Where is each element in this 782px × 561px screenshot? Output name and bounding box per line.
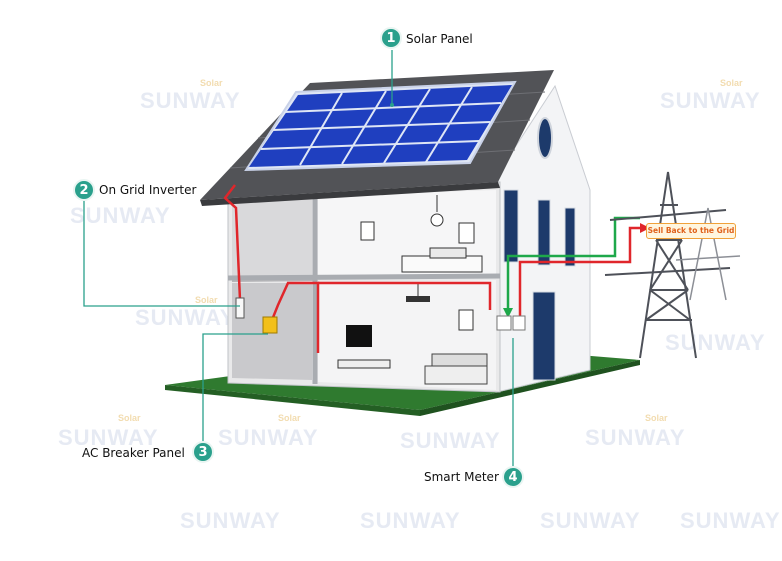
smart-meter <box>512 315 526 331</box>
room-upper-left <box>232 196 312 276</box>
leader-dot <box>390 103 394 107</box>
roof-edge <box>200 182 500 206</box>
floor-divider <box>227 273 501 281</box>
on-grid-inverter <box>262 316 278 334</box>
watermark-tag: Solar <box>200 78 223 88</box>
watermark-tag: Solar <box>118 413 141 423</box>
solar-panel-label: Solar Panel <box>406 32 473 46</box>
leader-inverter <box>83 201 240 307</box>
window <box>564 207 576 267</box>
watermark-brand: SUNWAY <box>400 428 501 453</box>
wiring <box>223 184 640 353</box>
watermark-brand: SUNWAY <box>58 425 159 450</box>
callout-number-4: 4 <box>502 466 524 488</box>
watermark-brand: SUNWAY <box>70 203 171 228</box>
red-wire <box>223 184 242 301</box>
watermark-brand: SUNWAY <box>665 330 766 355</box>
watermark-tag: Solar <box>278 413 301 423</box>
window <box>537 199 551 266</box>
watermark-tag: Solar <box>645 413 668 423</box>
bed-headboard <box>429 247 467 259</box>
watermark-brand: SUNWAY <box>180 508 281 533</box>
watermark-brand: SUNWAY <box>140 88 241 113</box>
solar-panel-array <box>244 80 517 172</box>
solar-panel-grid <box>260 86 502 166</box>
callout-number-2: 2 <box>73 179 95 201</box>
watermark-tag: Solar <box>720 78 743 88</box>
tv-stand <box>337 359 391 369</box>
red-wire <box>318 281 492 310</box>
inverter-label: On Grid Inverter <box>99 183 197 197</box>
sofa-back <box>431 353 488 367</box>
breaker-panel-label: AC Breaker Panel <box>82 446 185 460</box>
sell-back-tag: Sell Back to the Grid <box>646 223 736 239</box>
red-arrow <box>640 223 650 233</box>
callout-number-3: 3 <box>192 441 214 463</box>
watermark-brand: SUNWAY <box>135 305 236 330</box>
tv <box>346 325 372 347</box>
picture-frame <box>360 221 375 241</box>
watermark-brand: SUNWAY <box>540 508 641 533</box>
callout-leaders <box>83 50 514 476</box>
leader-breaker <box>202 333 268 449</box>
round-window <box>537 117 553 159</box>
watermark-tag: Solar <box>195 295 218 305</box>
green-arrow <box>503 308 513 318</box>
watermark-brand: SUNWAY <box>360 508 461 533</box>
callout-number-1: 1 <box>380 27 402 49</box>
lawn-edge <box>420 360 640 416</box>
red-wire <box>518 226 640 318</box>
picture-frame <box>458 222 475 244</box>
power-pylon <box>604 171 731 359</box>
smart-meter <box>496 315 512 331</box>
watermark-brand: SUNWAY <box>660 88 761 113</box>
chandelier <box>406 296 430 302</box>
door <box>532 291 556 381</box>
lawn-edge <box>165 385 420 416</box>
red-wire <box>268 281 320 353</box>
ac-breaker-panel <box>235 297 245 319</box>
watermark-brand: SUNWAY <box>218 425 319 450</box>
watermark-brand: SUNWAY <box>585 425 686 450</box>
window <box>503 189 519 263</box>
picture-frame <box>458 309 474 331</box>
smart-meter-label: Smart Meter <box>424 470 499 484</box>
ceiling-lamp <box>430 213 444 227</box>
watermark-brand: SUNWAY <box>680 508 781 533</box>
sofa <box>424 365 488 385</box>
